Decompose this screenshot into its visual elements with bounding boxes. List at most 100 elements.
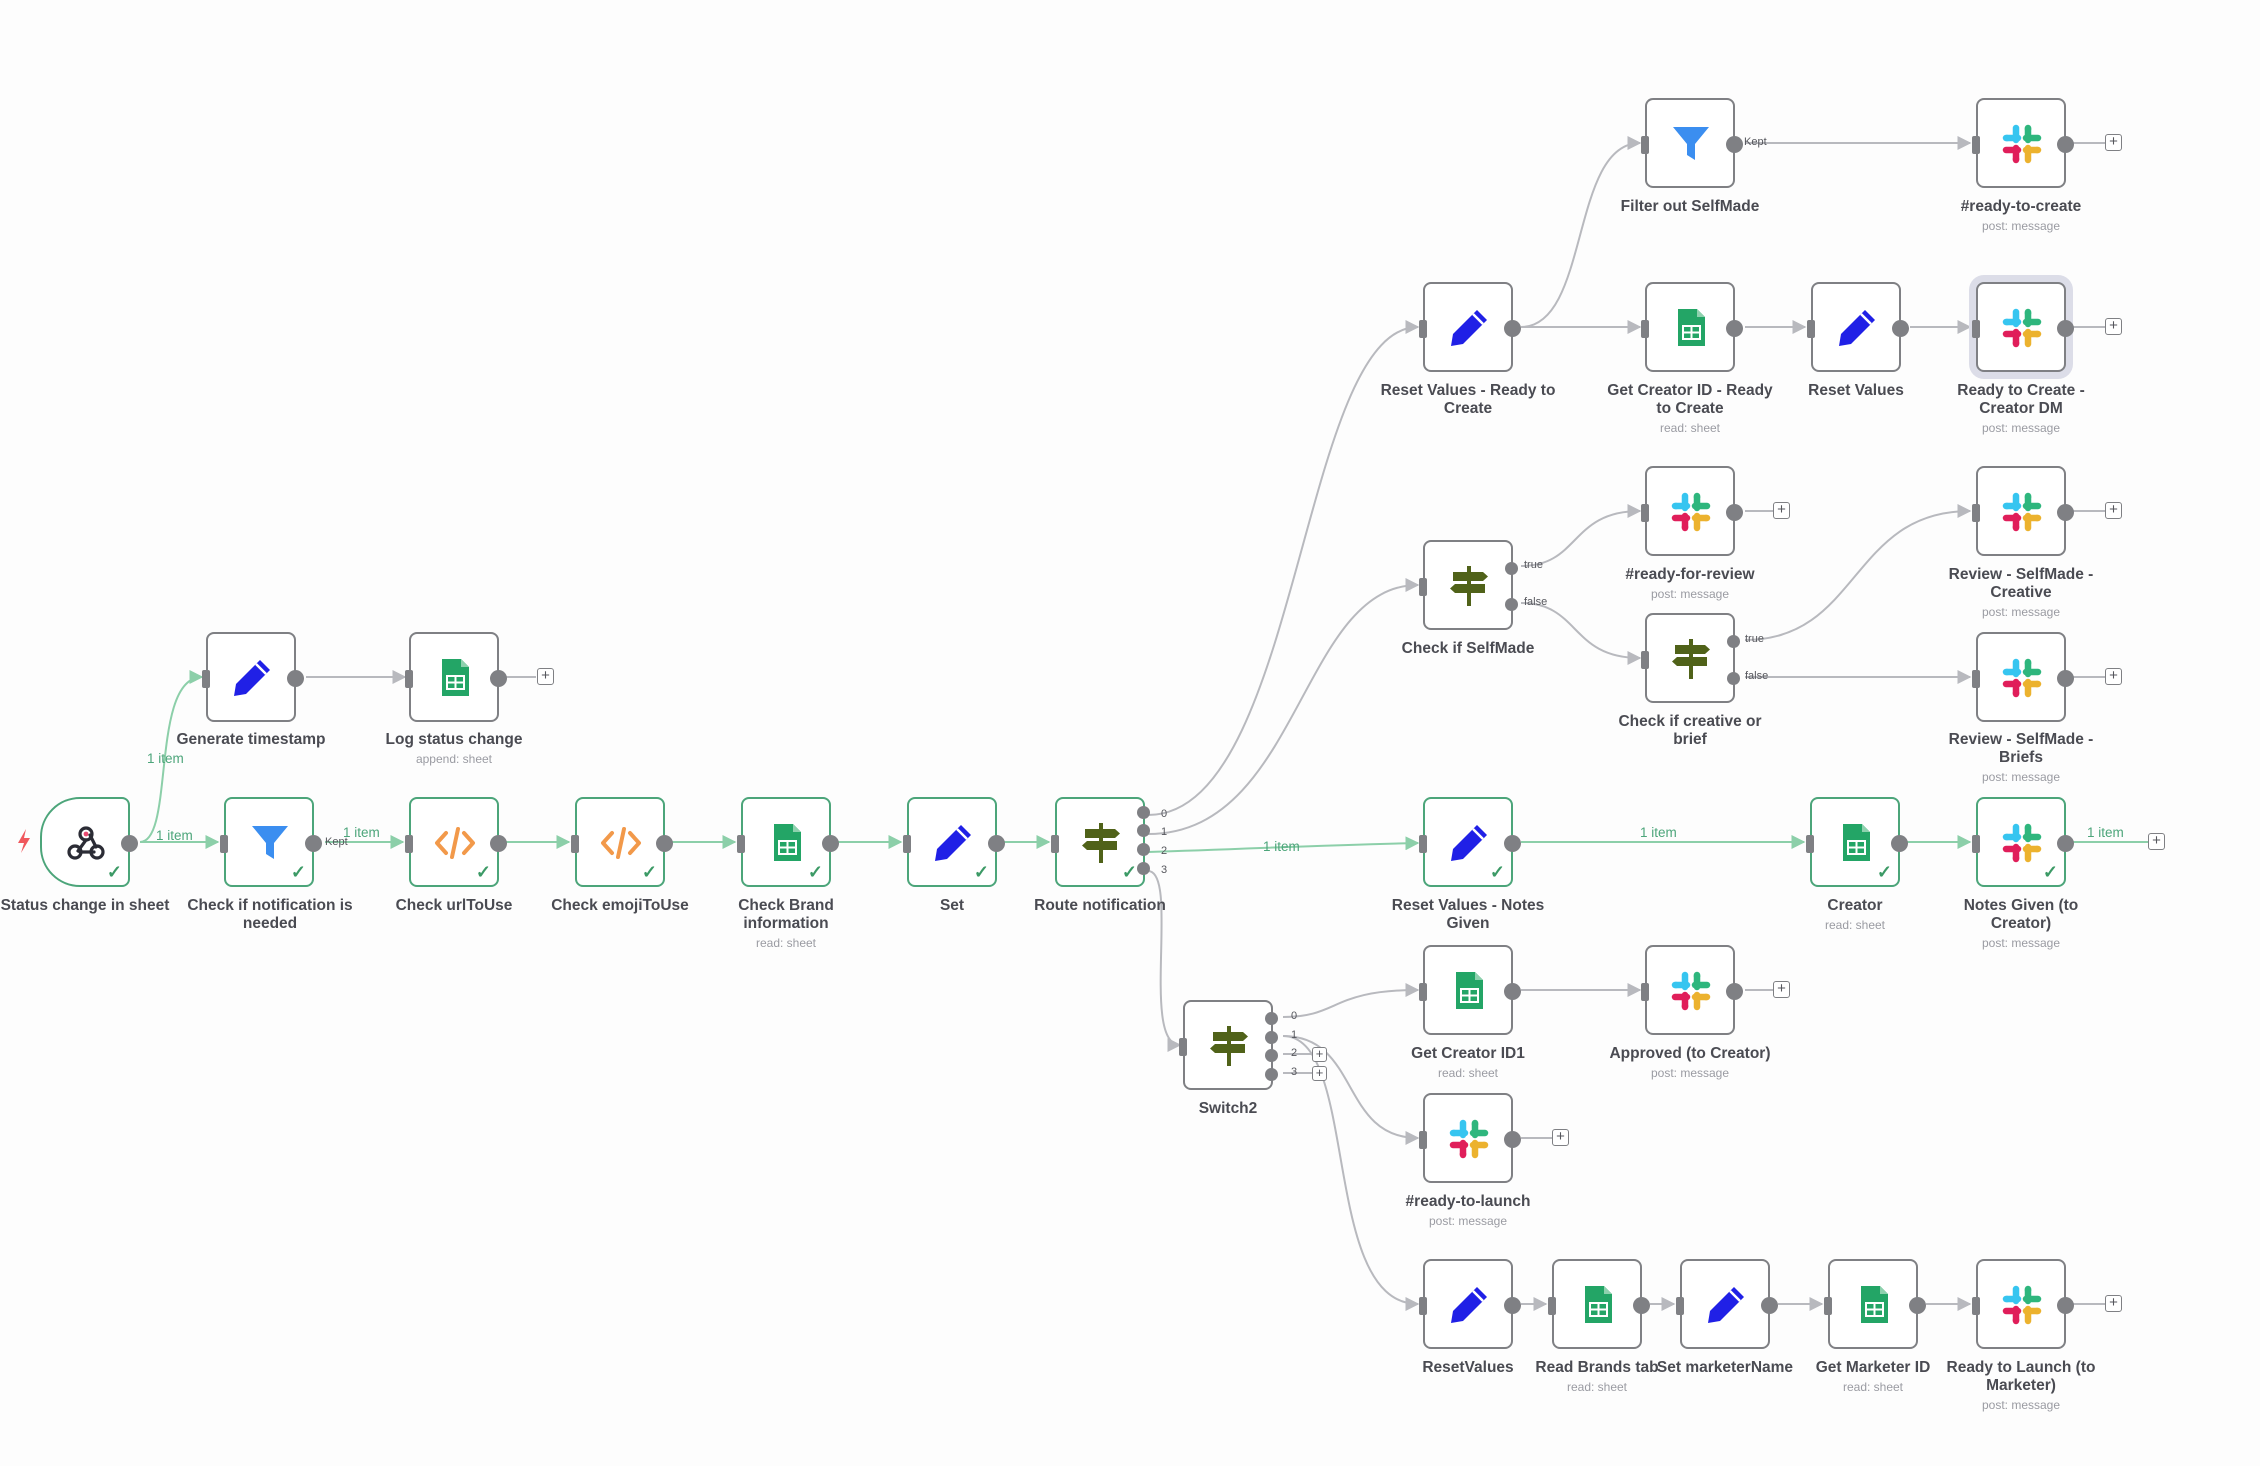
- output-handle[interactable]: [1504, 835, 1521, 852]
- node-ready-for-review[interactable]: [1641, 466, 1743, 556]
- input-handle[interactable]: [571, 835, 579, 853]
- input-handle[interactable]: [1972, 1297, 1980, 1315]
- input-handle[interactable]: [1972, 670, 1980, 688]
- input-handle[interactable]: [1419, 1131, 1427, 1149]
- node-get-creator-id1[interactable]: [1419, 945, 1521, 1035]
- output-handle-3[interactable]: [1137, 862, 1150, 875]
- output-handle-false[interactable]: [1505, 598, 1518, 611]
- add-node-button[interactable]: +: [2105, 502, 2122, 519]
- input-handle[interactable]: [1419, 835, 1427, 853]
- input-handle[interactable]: [1641, 983, 1649, 1001]
- node-approved-to-creator[interactable]: [1641, 945, 1743, 1035]
- output-handle[interactable]: [656, 835, 673, 852]
- node-creator[interactable]: ✓: [1806, 797, 1908, 887]
- node-resetvalues[interactable]: [1419, 1259, 1521, 1349]
- input-handle[interactable]: [1824, 1297, 1832, 1315]
- add-node-button[interactable]: +: [537, 668, 554, 685]
- output-handle-2[interactable]: [1137, 843, 1150, 856]
- output-handle-3[interactable]: [1265, 1068, 1278, 1081]
- add-node-button[interactable]: +: [2105, 134, 2122, 151]
- node-get-marketer-id[interactable]: [1824, 1259, 1926, 1349]
- input-handle[interactable]: [1419, 1297, 1427, 1315]
- output-handle-0[interactable]: [1137, 806, 1150, 819]
- node-set-marketername[interactable]: [1676, 1259, 1778, 1349]
- node-set[interactable]: ✓: [903, 797, 1005, 887]
- node-check-emojitouse[interactable]: ✓: [571, 797, 673, 887]
- output-handle[interactable]: [1726, 504, 1743, 521]
- input-handle[interactable]: [1641, 320, 1649, 338]
- node-ready-to-create-creator-dm[interactable]: [1972, 282, 2074, 372]
- add-node-button[interactable]: +: [2105, 318, 2122, 335]
- output-handle[interactable]: [121, 835, 138, 852]
- node-log-status-change[interactable]: [405, 632, 507, 722]
- output-handle[interactable]: [988, 835, 1005, 852]
- output-handle[interactable]: [1504, 320, 1521, 337]
- node-check-notification[interactable]: ✓: [220, 797, 322, 887]
- output-handle[interactable]: [490, 835, 507, 852]
- input-handle[interactable]: [903, 835, 911, 853]
- node-notes-given-to-creator[interactable]: ✓: [1972, 797, 2074, 887]
- output-handle-true[interactable]: [1505, 562, 1518, 575]
- node-get-creator-id-ready-to-create[interactable]: [1641, 282, 1743, 372]
- input-handle[interactable]: [1419, 320, 1427, 338]
- input-handle[interactable]: [1179, 1038, 1187, 1056]
- node-switch2[interactable]: [1179, 1000, 1278, 1090]
- output-handle[interactable]: [1892, 320, 1909, 337]
- input-handle[interactable]: [220, 835, 228, 853]
- output-handle-0[interactable]: [1265, 1012, 1278, 1025]
- output-handle[interactable]: [2057, 136, 2074, 153]
- node-filter-out-selfmade[interactable]: [1641, 98, 1743, 188]
- node-reset-values-ready-to-create[interactable]: [1419, 282, 1521, 372]
- output-handle[interactable]: [2057, 835, 2074, 852]
- output-handle[interactable]: [1909, 1297, 1926, 1314]
- input-handle[interactable]: [405, 835, 413, 853]
- node-reset-values-notes-given[interactable]: ✓: [1419, 797, 1521, 887]
- output-handle-2[interactable]: [1265, 1049, 1278, 1062]
- input-handle[interactable]: [1641, 504, 1649, 522]
- output-handle[interactable]: [1504, 1297, 1521, 1314]
- output-handle[interactable]: [1726, 136, 1743, 153]
- input-handle[interactable]: [1051, 835, 1059, 853]
- add-node-button[interactable]: +: [1312, 1066, 1327, 1081]
- node-status-change[interactable]: ✓: [40, 797, 138, 887]
- input-handle[interactable]: [1641, 136, 1649, 154]
- output-handle[interactable]: [1726, 983, 1743, 1000]
- input-handle[interactable]: [202, 670, 210, 688]
- node-review-selfmade-creative[interactable]: [1972, 466, 2074, 556]
- add-node-button[interactable]: +: [2105, 1295, 2122, 1312]
- add-node-button[interactable]: +: [1773, 502, 1790, 519]
- input-handle[interactable]: [1972, 504, 1980, 522]
- input-handle[interactable]: [1972, 835, 1980, 853]
- add-node-button[interactable]: +: [2148, 833, 2165, 850]
- output-handle[interactable]: [305, 835, 322, 852]
- output-handle-1[interactable]: [1265, 1031, 1278, 1044]
- add-node-button[interactable]: +: [1773, 981, 1790, 998]
- node-check-brand-information[interactable]: ✓: [737, 797, 839, 887]
- node-reset-values[interactable]: [1807, 282, 1909, 372]
- add-node-button[interactable]: +: [1552, 1129, 1569, 1146]
- output-handle-false[interactable]: [1727, 672, 1740, 685]
- output-handle[interactable]: [2057, 320, 2074, 337]
- output-handle[interactable]: [1504, 1131, 1521, 1148]
- node-route-notification[interactable]: ✓: [1051, 797, 1150, 887]
- output-handle[interactable]: [1726, 320, 1743, 337]
- add-node-button[interactable]: +: [2105, 668, 2122, 685]
- add-node-button[interactable]: +: [1312, 1047, 1327, 1062]
- output-handle-true[interactable]: [1727, 635, 1740, 648]
- node-ready-to-create[interactable]: [1972, 98, 2074, 188]
- input-handle[interactable]: [405, 670, 413, 688]
- input-handle[interactable]: [1548, 1297, 1556, 1315]
- output-handle[interactable]: [1761, 1297, 1778, 1314]
- output-handle[interactable]: [822, 835, 839, 852]
- output-handle[interactable]: [287, 670, 304, 687]
- input-handle[interactable]: [1641, 651, 1649, 669]
- output-handle[interactable]: [1891, 835, 1908, 852]
- input-handle[interactable]: [737, 835, 745, 853]
- output-handle[interactable]: [1504, 983, 1521, 1000]
- input-handle[interactable]: [1972, 320, 1980, 338]
- input-handle[interactable]: [1972, 136, 1980, 154]
- output-handle[interactable]: [2057, 1297, 2074, 1314]
- input-handle[interactable]: [1806, 835, 1814, 853]
- input-handle[interactable]: [1807, 320, 1815, 338]
